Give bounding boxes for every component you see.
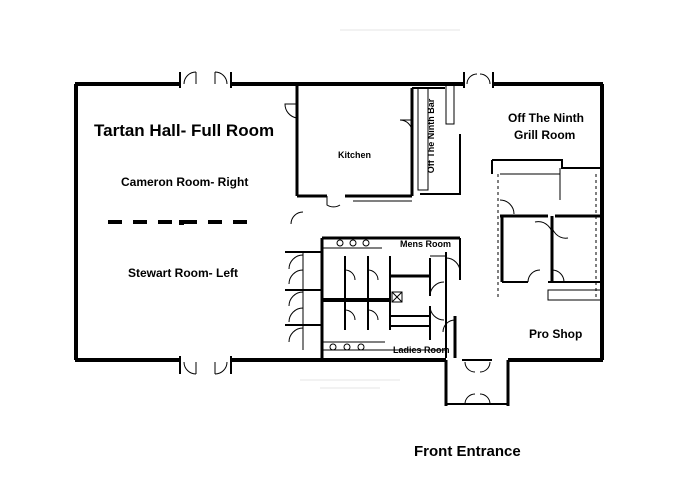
- kitchen-label: Kitchen: [338, 150, 372, 160]
- floor-plan-walls: [74, 71, 604, 408]
- bar-label: Off The Ninth Bar: [426, 98, 436, 174]
- pro-shop-label: Pro Shop: [529, 327, 583, 341]
- mens-room-label: Mens Room: [400, 239, 452, 249]
- front-entrance-label: Front Entrance: [414, 443, 521, 460]
- grill-room-label-line2: Grill Room: [514, 128, 576, 142]
- ladies-room-label: Ladies Room: [393, 345, 450, 355]
- grill-room-label-line1: Off The Ninth: [508, 111, 584, 125]
- cameron-room-label: Cameron Room- Right: [121, 175, 249, 189]
- stewart-room-label: Stewart Room- Left: [128, 266, 239, 280]
- tartan-hall-label: Tartan Hall- Full Room: [94, 121, 275, 140]
- background-sketch-lines: [300, 29, 460, 389]
